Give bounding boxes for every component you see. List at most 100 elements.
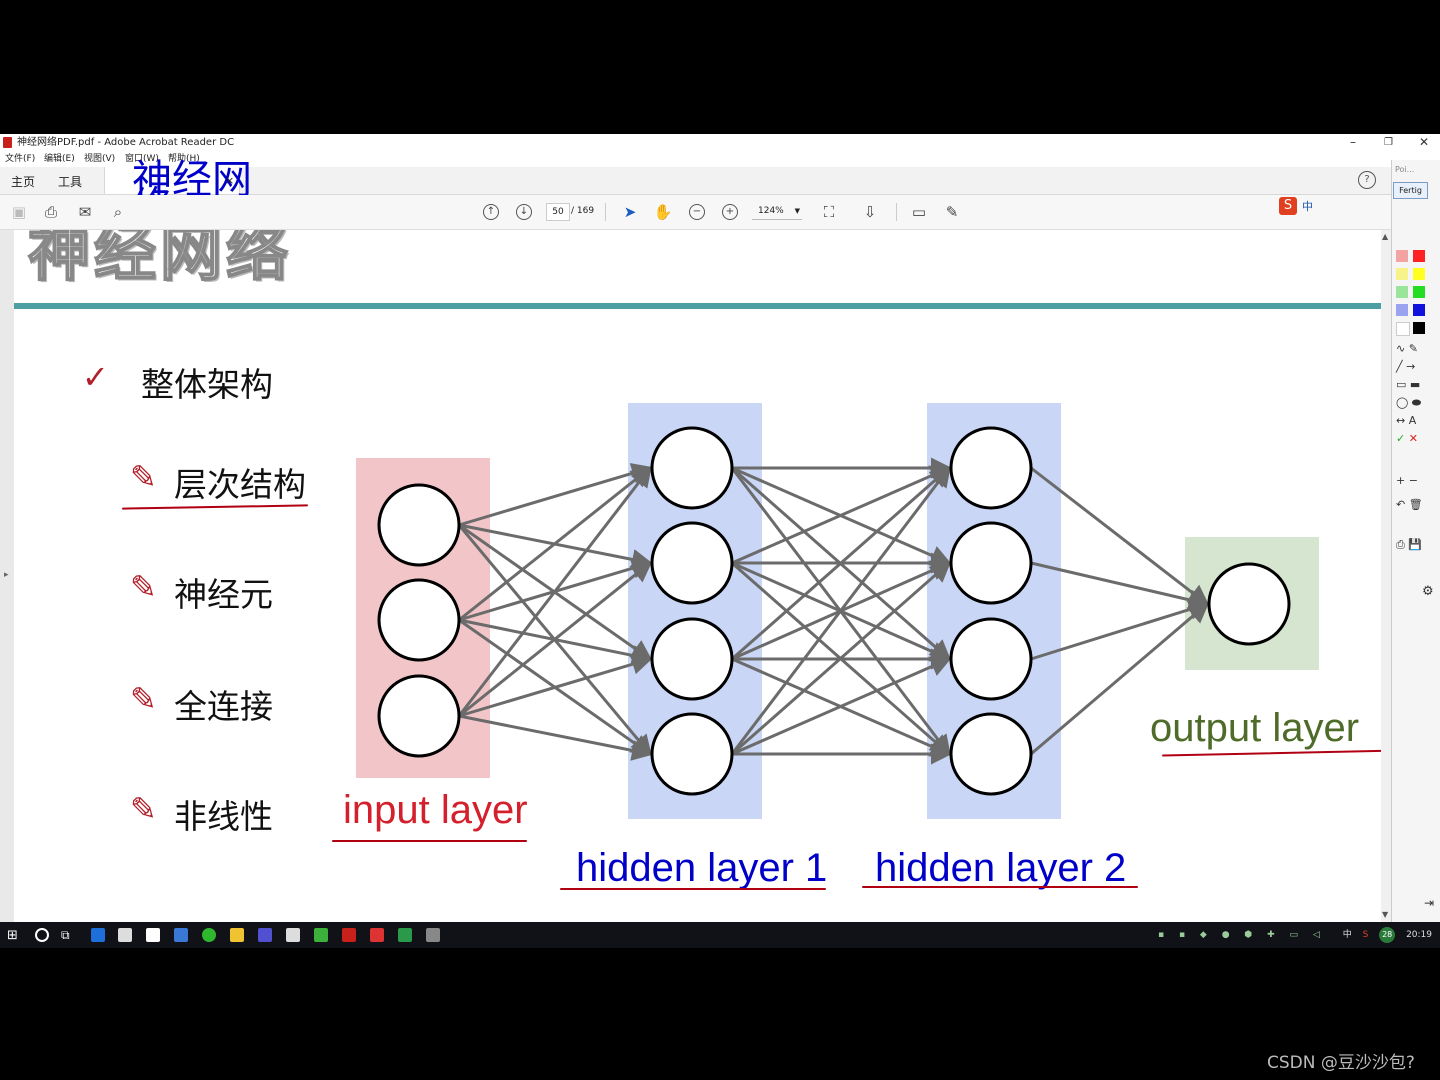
hidden-layer-2-label: hidden layer 2 bbox=[875, 846, 1127, 890]
panel-title: Poi... bbox=[1395, 165, 1415, 174]
hidden2-neuron bbox=[949, 426, 1033, 510]
rectangle-icon[interactable]: ▭ ▬ bbox=[1396, 378, 1421, 391]
zoom-in-icon[interactable]: + bbox=[722, 204, 738, 220]
ellipse-icon[interactable]: ◯ ⬬ bbox=[1396, 396, 1422, 409]
zoom-out-icon[interactable]: − bbox=[689, 204, 705, 220]
tab-document[interactable]: 神经网络PDF.pdf × bbox=[104, 160, 274, 254]
store-icon[interactable] bbox=[118, 928, 132, 942]
app-icon[interactable] bbox=[258, 928, 272, 942]
sogou-tray-icon[interactable]: S bbox=[1362, 930, 1369, 940]
close-button[interactable]: ✕ bbox=[1419, 135, 1430, 149]
collapse-panel-icon[interactable]: ⇥ bbox=[1424, 896, 1435, 910]
bullet-item-4: 非线性 bbox=[174, 797, 273, 836]
color-swatch-white[interactable] bbox=[1396, 322, 1410, 336]
color-swatch-light-blue[interactable] bbox=[1396, 304, 1408, 316]
next-page-icon[interactable]: ↓ bbox=[516, 204, 532, 220]
toolbar: ▣ ⎙ ✉ ⌕ ↑ ↓ 50 / 169 ➤ ✋ − + 124%▼ ⛶ ⇩ ▭… bbox=[0, 195, 1440, 230]
connection-edge bbox=[730, 465, 951, 755]
annotation-underline bbox=[332, 840, 527, 842]
comment-icon[interactable]: ▭ bbox=[911, 203, 927, 221]
ime-indicator[interactable]: 中 bbox=[1342, 930, 1352, 940]
search-icon[interactable]: ⌕ bbox=[113, 203, 123, 221]
color-swatch-yellow[interactable] bbox=[1413, 268, 1425, 280]
tab-home[interactable]: 主页 bbox=[11, 175, 36, 189]
text-tool-icon[interactable]: ↔ A bbox=[1396, 414, 1417, 427]
edge-browser-icon[interactable] bbox=[91, 928, 105, 942]
scroll-up-icon[interactable]: ▲ bbox=[1382, 232, 1389, 241]
hand-tool-icon[interactable]: ✋ bbox=[653, 203, 673, 221]
file-explorer-icon[interactable] bbox=[230, 928, 244, 942]
output-layer-label: output layer bbox=[1150, 706, 1360, 750]
windows-start-icon[interactable]: ⊞ bbox=[7, 928, 18, 943]
finish-button[interactable]: Fertig bbox=[1393, 182, 1428, 199]
app-icon[interactable] bbox=[174, 928, 188, 942]
wechat-icon[interactable] bbox=[202, 928, 216, 942]
bullet-main: 整体架构 bbox=[141, 365, 273, 404]
expand-left-panel-icon[interactable]: ▸ bbox=[4, 570, 9, 580]
scroll-down-icon[interactable]: ▼ bbox=[1382, 910, 1389, 919]
minimize-button[interactable]: – bbox=[1350, 135, 1356, 149]
menu-window[interactable]: 窗口(W) bbox=[125, 154, 159, 164]
zoom-tools-icon[interactable]: + − bbox=[1396, 474, 1418, 487]
sogou-ime-icon[interactable]: S bbox=[1279, 197, 1297, 215]
save-icon[interactable]: ▣ bbox=[11, 203, 27, 221]
check-cross-icon[interactable]: ✓ ✕ bbox=[1396, 432, 1418, 445]
hidden2-neuron bbox=[949, 712, 1033, 796]
annotation-tool-panel: Poi... Fertig ∿ ✎ ╱ → ▭ ▬ ◯ ⬬ ↔ A ✓ ✕ + … bbox=[1391, 160, 1440, 922]
task-view-icon[interactable]: ⧉ bbox=[61, 928, 70, 942]
select-arrow-icon[interactable]: ➤ bbox=[623, 203, 637, 221]
email-icon[interactable]: ✉ bbox=[78, 203, 92, 221]
scroll-mode-icon[interactable]: ⇩ bbox=[863, 203, 877, 221]
menu-edit[interactable]: 编辑(E) bbox=[44, 154, 75, 164]
vertical-scrollbar[interactable]: ▲ ▼ bbox=[1381, 230, 1391, 922]
line-arrow-icon[interactable]: ╱ → bbox=[1396, 360, 1416, 373]
restore-button[interactable]: ❐ bbox=[1384, 137, 1393, 148]
color-swatch-light-yellow[interactable] bbox=[1396, 268, 1408, 280]
watermark: CSDN @豆沙沙包? bbox=[1267, 1053, 1415, 1073]
annotation-underline bbox=[560, 888, 826, 890]
print-save-icon[interactable]: ⎙ 💾 bbox=[1396, 538, 1422, 551]
clock[interactable]: 20:19 bbox=[1406, 930, 1432, 940]
settings-tool-icon[interactable]: ⚙ bbox=[1422, 584, 1434, 599]
page-total: / 169 bbox=[571, 206, 595, 216]
connection-edge bbox=[457, 465, 652, 717]
menu-help[interactable]: 帮助(H) bbox=[168, 154, 200, 164]
window-title-bar: 神经网络PDF.pdf - Adobe Acrobat Reader DC – … bbox=[0, 134, 1440, 151]
hidden1-neuron bbox=[650, 617, 734, 701]
color-swatch-light-red[interactable] bbox=[1396, 250, 1408, 262]
app-icon[interactable] bbox=[426, 928, 440, 942]
app-icon[interactable] bbox=[286, 928, 300, 942]
search-icon[interactable] bbox=[35, 928, 49, 942]
color-swatch-blue[interactable] bbox=[1413, 304, 1425, 316]
menu-file[interactable]: 文件(F) bbox=[5, 154, 36, 164]
zoom-select[interactable]: 124%▼ bbox=[752, 203, 802, 220]
color-swatch-light-green[interactable] bbox=[1396, 286, 1408, 298]
color-swatch-red[interactable] bbox=[1413, 250, 1425, 262]
app-icon[interactable] bbox=[370, 928, 384, 942]
close-tab-icon[interactable]: × bbox=[225, 174, 235, 187]
tab-bar: 主页 工具 神经网络PDF.pdf × ? bbox=[0, 160, 1440, 254]
freehand-icon[interactable]: ∿ ✎ bbox=[1396, 342, 1418, 355]
menu-view[interactable]: 视图(V) bbox=[84, 154, 116, 164]
color-swatch-black[interactable] bbox=[1413, 322, 1425, 334]
mail-icon[interactable] bbox=[146, 928, 160, 942]
app-icon[interactable] bbox=[398, 928, 412, 942]
undo-delete-icon[interactable]: ↶ 🗑 bbox=[1396, 498, 1423, 511]
pencil-icon: ✎ bbox=[130, 680, 157, 718]
prev-page-icon[interactable]: ↑ bbox=[483, 204, 499, 220]
tab-tools[interactable]: 工具 bbox=[58, 175, 83, 189]
color-swatch-green[interactable] bbox=[1413, 286, 1425, 298]
acrobat-taskbar-icon[interactable] bbox=[342, 928, 356, 942]
app-icon[interactable] bbox=[314, 928, 328, 942]
highlight-pen-icon[interactable]: ✎ bbox=[945, 203, 959, 221]
notification-badge[interactable]: 28 bbox=[1379, 927, 1396, 943]
ime-mode-indicator[interactable]: 中 bbox=[1302, 200, 1313, 213]
print-icon[interactable]: ⎙ bbox=[44, 203, 57, 221]
input-neuron bbox=[377, 674, 461, 758]
fit-page-icon[interactable]: ⛶ bbox=[823, 203, 835, 221]
checkmark-icon: ✓ bbox=[82, 358, 109, 396]
help-icon[interactable]: ? bbox=[1358, 171, 1376, 189]
tray-icons[interactable]: ▪ ▪ ◆ ● ⬢ ✚ ▭ ◁ bbox=[1158, 930, 1335, 940]
page-number-input[interactable]: 50 bbox=[546, 203, 570, 221]
connection-edge bbox=[1030, 466, 1210, 606]
